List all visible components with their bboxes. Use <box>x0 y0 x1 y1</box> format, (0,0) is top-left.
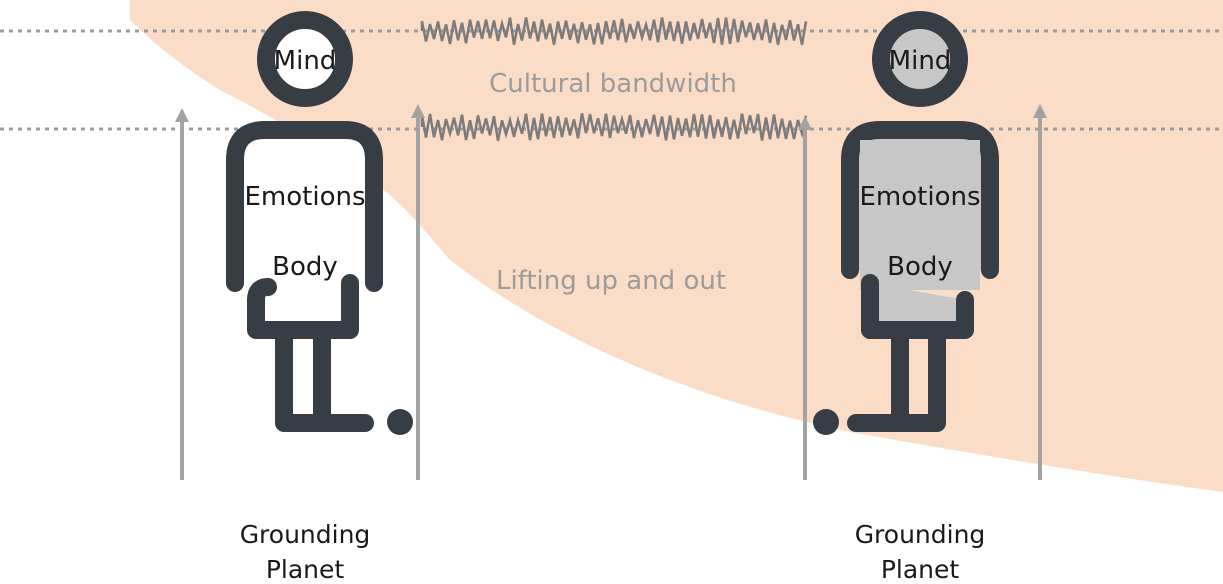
arrow-left-outer <box>175 108 189 480</box>
figure-left-ground-dot <box>387 409 413 435</box>
figure-right-grounding-line2: Planet <box>881 555 960 584</box>
figure-left-emotions-label: Emotions <box>244 182 365 212</box>
figure-left-body-label: Body <box>272 252 338 282</box>
figure-right-grounding-line1: Grounding <box>855 520 986 549</box>
figure-right-mind-label: Mind <box>889 46 952 76</box>
lifting-label: Lifting up and out <box>496 266 726 296</box>
figure-right-ground-dot <box>813 409 839 435</box>
figure-left-grounding-line1: Grounding <box>240 520 371 549</box>
figure-left-grounding-line2: Planet <box>266 555 345 584</box>
figure-left-hips-bridge <box>256 287 268 300</box>
cultural-bandwidth-label: Cultural bandwidth <box>489 69 737 99</box>
figure-right-emotions-label: Emotions <box>859 182 980 212</box>
figure-left-mind-label: Mind <box>274 46 337 76</box>
figure-right-body-label: Body <box>887 252 953 282</box>
